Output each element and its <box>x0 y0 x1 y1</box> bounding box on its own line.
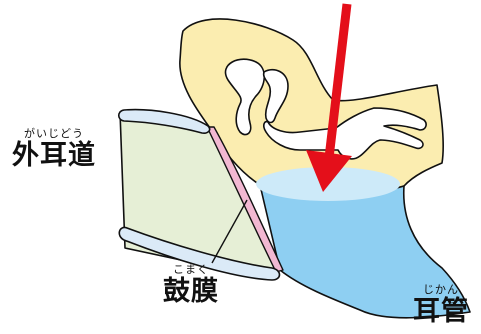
label-eardrum: こまく 鼓膜 <box>163 264 219 305</box>
label-external-ear-canal: がいじどう 外耳道 <box>12 128 96 169</box>
label-eustachian-tube-text: 耳管 <box>413 298 469 325</box>
label-eardrum-text: 鼓膜 <box>163 278 219 305</box>
label-external-ear-canal-reading: がいじどう <box>12 128 96 139</box>
label-eustachian-tube-reading: じかん <box>413 284 469 295</box>
label-external-ear-canal-text: 外耳道 <box>12 142 96 169</box>
label-eustachian-tube: じかん 耳管 <box>413 284 469 325</box>
label-eardrum-reading: こまく <box>163 264 219 275</box>
